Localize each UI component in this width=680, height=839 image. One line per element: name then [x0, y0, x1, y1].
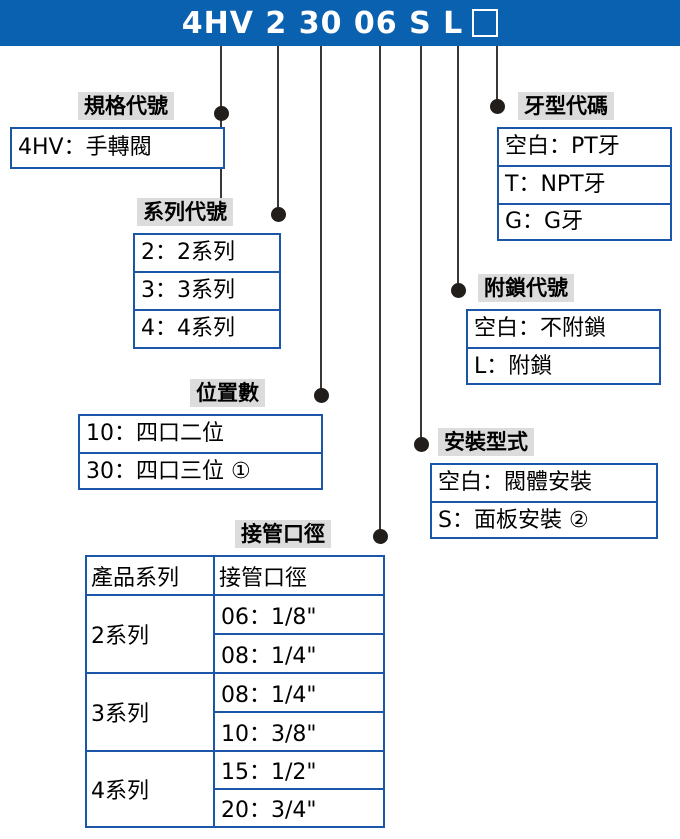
lock-code-row: L：附鎖	[474, 354, 553, 379]
series-code-row: 2：2系列	[135, 235, 279, 273]
position-count-row: 30：四口三位 ①	[86, 459, 251, 484]
table-header-row: 產品系列 接管口徑	[87, 557, 383, 596]
leader-dot-spec-code	[214, 106, 229, 121]
part-number-text: 4HV 2 30 06 S L	[181, 5, 464, 41]
spec-code-row: 4HV：手轉閥	[18, 135, 152, 160]
leader-dot-series-code	[271, 207, 286, 222]
leader-line-series-code	[277, 46, 279, 214]
leader-dot-thread-type	[490, 99, 505, 114]
table-header-size: 接管口徑	[219, 565, 308, 591]
port-size-table: 產品系列 接管口徑 2系列 06：1/8" 08：1/4" 3系列 08：1/4…	[85, 555, 385, 828]
table-cell-size: 15：1/2"	[215, 752, 383, 790]
table-cell-series: 4系列	[87, 752, 215, 826]
table-cell-sizes: 15：1/2" 20：3/4"	[215, 752, 383, 826]
table-row: 2系列 06：1/8" 08：1/4"	[87, 596, 383, 674]
thread-type-box: 空白：PT牙 T：NPT牙 G：G牙	[497, 127, 672, 241]
part-number-code: 4HV 2 30 06 S L	[0, 0, 680, 46]
leader-dot-port-size	[373, 529, 388, 544]
series-code-row: 3：3系列	[135, 273, 279, 311]
table-row: 3系列 08：1/4" 10：3/8"	[87, 674, 383, 752]
mounting-type-row: 空白：閥體安裝	[432, 465, 656, 503]
table-cell-series: 2系列	[87, 596, 215, 672]
leader-line-mounting-type	[420, 46, 422, 444]
leader-dot-mounting-type	[414, 437, 429, 452]
leader-line-thread-type	[496, 46, 498, 106]
mounting-type-row: S：面板安裝 ②	[438, 508, 589, 533]
leader-dot-position-count	[314, 388, 329, 403]
lock-code-title: 附鎖代號	[478, 274, 574, 302]
series-code-row: 4：4系列	[141, 316, 235, 341]
table-cell-size: 20：3/4"	[221, 798, 317, 823]
leader-dot-lock-code	[451, 283, 466, 298]
table-cell-size: 10：3/8"	[221, 721, 317, 747]
spec-code-title: 規格代號	[78, 92, 174, 120]
mounting-type-box: 空白：閥體安裝 S：面板安裝 ②	[430, 463, 658, 539]
position-count-title: 位置數	[190, 379, 265, 407]
lock-code-box: 空白：不附鎖 L：附鎖	[466, 309, 661, 385]
empty-square-placeholder-icon	[472, 9, 499, 37]
table-cell-size: 06：1/8"	[215, 596, 383, 635]
series-code-box: 2：2系列 3：3系列 4：4系列	[133, 233, 281, 349]
thread-type-title: 牙型代碼	[518, 92, 614, 120]
port-size-title: 接管口徑	[235, 520, 331, 548]
series-code-title: 系列代號	[137, 198, 233, 226]
table-cell-sizes: 08：1/4" 10：3/8"	[215, 674, 383, 750]
thread-type-row: G：G牙	[505, 209, 584, 234]
position-count-row: 10：四口二位	[80, 416, 321, 454]
table-cell-sizes: 06：1/8" 08：1/4"	[215, 596, 383, 672]
thread-type-row: 空白：PT牙	[499, 129, 670, 167]
header-bar	[0, 0, 680, 46]
lock-code-row: 空白：不附鎖	[468, 311, 659, 349]
thread-type-row: T：NPT牙	[499, 167, 670, 205]
spec-code-box: 4HV：手轉閥	[10, 127, 225, 169]
position-count-box: 10：四口二位 30：四口三位 ①	[78, 414, 323, 490]
table-row: 4系列 15：1/2" 20：3/4"	[87, 752, 383, 826]
table-cell-size: 08：1/4"	[221, 643, 317, 669]
leader-line-lock-code	[457, 46, 459, 290]
leader-line-port-size	[379, 46, 381, 536]
table-cell-size: 08：1/4"	[215, 674, 383, 713]
leader-line-position-count	[320, 46, 322, 395]
mounting-type-title: 安裝型式	[438, 428, 534, 456]
table-cell-series: 3系列	[87, 674, 215, 750]
table-header-series: 產品系列	[87, 557, 215, 594]
